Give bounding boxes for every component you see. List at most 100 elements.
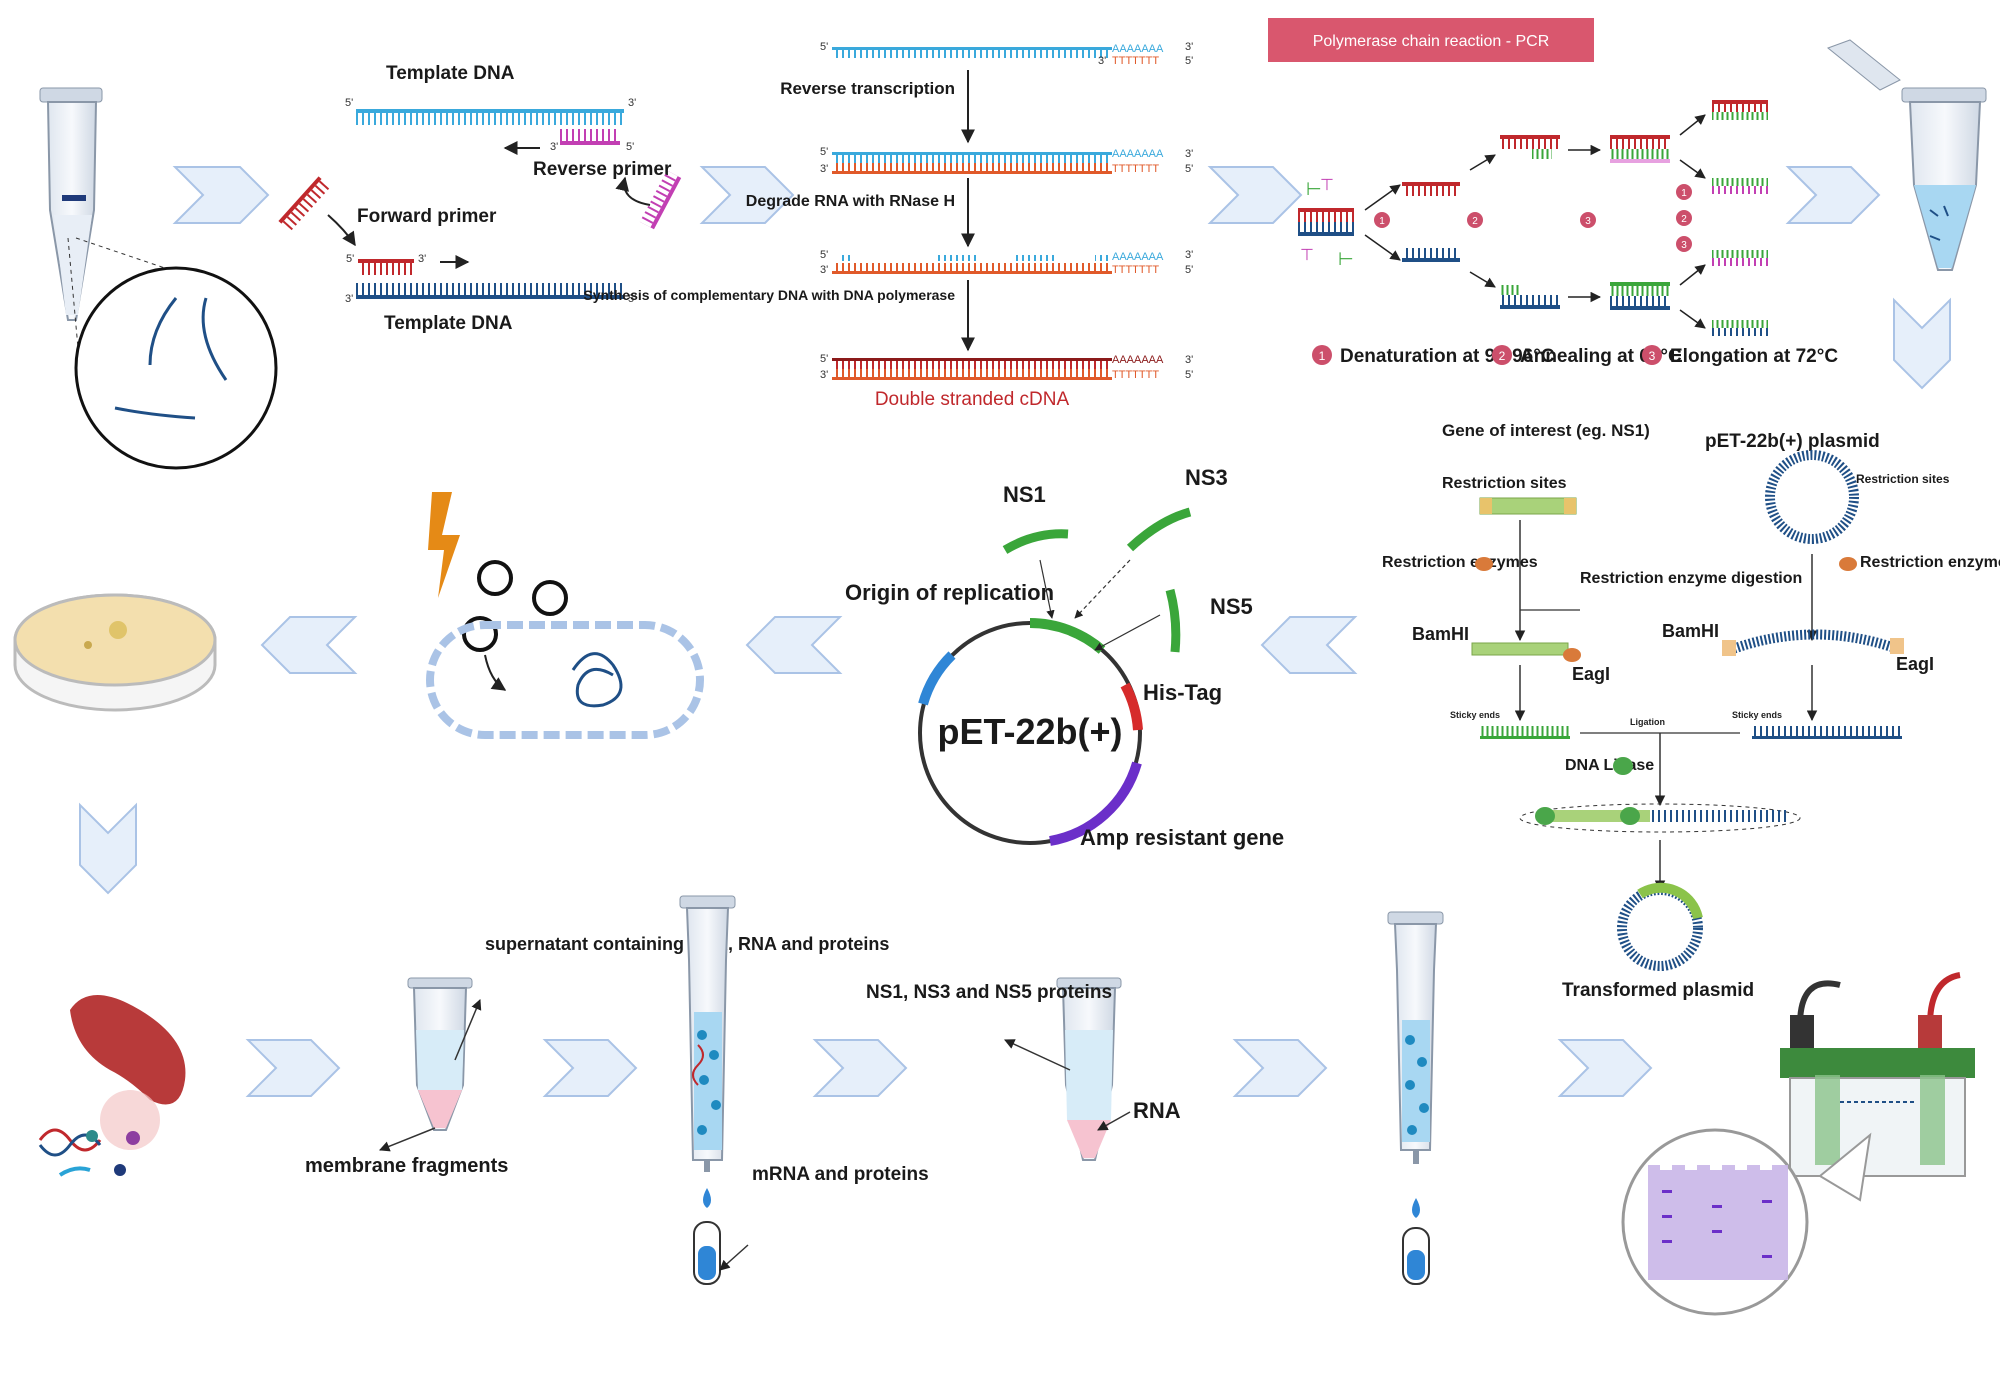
spin-column-2 [1387, 911, 1444, 1285]
dna-ligase-label: DNA Ligase [1565, 757, 1654, 774]
poly-t-primer: TTTTTTT [1112, 55, 1159, 67]
supernatant-label: supernatant containing DNA, RNA and prot… [485, 934, 889, 954]
forward-primer-bound [358, 259, 414, 263]
gene-of-interest-label: Gene of interest (eg. NS1) [1442, 421, 1650, 440]
ligation-label: Ligation [1630, 717, 1665, 727]
cell-lysis [38, 995, 186, 1177]
bamhi-right-label: BamHI [1662, 621, 1719, 641]
transformed-plasmid-icon [1617, 885, 1703, 971]
svg-text:3': 3' [1098, 55, 1106, 67]
reverse-primer-label: Reverse primer [533, 159, 672, 180]
pcr-banner-text: Polymerase chain reaction - PCR [1313, 33, 1550, 50]
template-dna-top-strand [356, 109, 624, 113]
degrade-rna-label: Degrade RNA with RNase H [746, 193, 955, 210]
svg-text:5': 5' [1185, 369, 1193, 381]
svg-text:⊢: ⊢ [1306, 179, 1322, 199]
pcr-tube [1826, 39, 1987, 271]
centrifuge-tube-rna: NS1, NS3 and NS5 proteins RNA [866, 977, 1181, 1161]
chevron-down-icon [79, 802, 137, 895]
svg-text:5': 5' [820, 41, 828, 53]
ns1-label: NS1 [1003, 482, 1046, 507]
svg-text:⊤: ⊤ [1300, 247, 1314, 264]
svg-text:3': 3' [1185, 354, 1193, 366]
template-dna-bottom-label: Template DNA [384, 313, 513, 334]
droplet-icon [1412, 1198, 1420, 1218]
lysed-cell-icon [70, 995, 186, 1105]
svg-text:AAAAAAA: AAAAAAA [1112, 148, 1164, 160]
mrna-proteins-label: mRNA and proteins [752, 1164, 929, 1185]
svg-text:TTTTTTT: TTTTTTT [1112, 163, 1159, 175]
elongation-label: Elongation at 72°C [1670, 346, 1838, 367]
svg-text:3: 3 [1649, 349, 1656, 363]
eagi-right-label: EagI [1896, 654, 1934, 674]
chevron-left-icon [260, 616, 358, 674]
svg-text:2: 2 [1499, 349, 1506, 363]
chevron-right-icon [699, 166, 795, 224]
droplet-icon [703, 1188, 711, 1208]
eagi-left-label: EagI [1572, 664, 1610, 684]
electroporation-icon [428, 492, 460, 598]
sticky-ends-right-label: Sticky ends [1732, 710, 1782, 720]
origin-arc [918, 651, 956, 706]
chevron-right-icon [542, 1039, 638, 1097]
svg-text:3': 3' [550, 141, 558, 153]
bamhi-left-label: BamHI [1412, 624, 1469, 644]
legend-step-3-marker [1642, 345, 1662, 365]
chevrons [79, 166, 1951, 1097]
ns-proteins-label: NS1, NS3 and NS5 proteins [866, 982, 1112, 1003]
chevron-right-icon [1232, 1039, 1328, 1097]
svg-text:3: 3 [1681, 240, 1687, 251]
transformation [426, 492, 704, 739]
reverse-transcription-section: 5' AAAAAAA 3' 3' TTTTTTT 5' Reverse tran… [583, 41, 1193, 410]
amp-label: Amp resistant gene [1080, 825, 1284, 850]
free-reverse-primer [639, 170, 682, 230]
annealing-label: Annealing at 68°C [1520, 346, 1682, 367]
free-forward-primer [278, 176, 331, 232]
chevron-left-icon [1260, 616, 1358, 674]
svg-text:3': 3' [820, 369, 828, 381]
svg-text:3': 3' [1185, 249, 1193, 261]
step-3-marker [1580, 212, 1596, 228]
ns5-label: NS5 [1210, 594, 1253, 619]
reverse-transcription-label: Reverse transcription [780, 79, 955, 98]
cloning-section: Gene of interest (eg. NS1) Restriction s… [1382, 421, 2000, 1001]
restriction-enzymes-right-label: Restriction enzymes [1860, 554, 2000, 571]
svg-text:3': 3' [418, 253, 426, 265]
svg-text:5': 5' [820, 146, 828, 158]
pet-plasmid-icon [1765, 450, 1859, 544]
spin-column-1: mRNA and proteins [679, 895, 929, 1285]
svg-text:⊤: ⊤ [1320, 177, 1334, 194]
restriction-enzymes-left-label: Restriction enzymes [1382, 554, 1538, 571]
double-stranded-cdna-label: Double stranded cDNA [875, 389, 1070, 410]
legend-step-2-marker [1492, 345, 1512, 365]
five-prime-label: 5' [345, 97, 353, 109]
svg-text:1: 1 [1319, 349, 1326, 363]
svg-text:⊢: ⊢ [1338, 249, 1354, 269]
template-dna-top-label: Template DNA [386, 63, 515, 84]
template-primer-section: Template DNA 5' 3' 3' 5' Reverse primer … [278, 63, 682, 334]
svg-text:5': 5' [626, 141, 634, 153]
svg-text:3': 3' [820, 163, 828, 175]
gel-electrophoresis [1621, 972, 1975, 1316]
chevron-right-icon [1785, 166, 1881, 224]
svg-text:5': 5' [820, 249, 828, 261]
poly-a-tail: AAAAAAA [1112, 43, 1164, 55]
gene-insert [1479, 497, 1577, 515]
legend-step-1-marker [1312, 345, 1332, 365]
svg-text:TTTTTTT: TTTTTTT [1112, 264, 1159, 276]
forward-primer-label: Forward primer [357, 206, 497, 227]
bacterium-icon [426, 621, 704, 739]
pcr-banner [1268, 18, 1594, 62]
enzyme-icon [1839, 557, 1857, 571]
svg-text:1: 1 [1379, 216, 1385, 227]
centrifuge-tube-supernatant: supernatant containing DNA, RNA and prot… [305, 934, 889, 1177]
svg-text:5': 5' [1185, 264, 1193, 276]
ns3-label: NS3 [1185, 465, 1228, 490]
svg-text:TTTTTTT: TTTTTTT [1112, 369, 1159, 381]
step-2-marker [1467, 212, 1483, 228]
svg-text:3: 3 [1585, 216, 1591, 227]
his-tag-label: His-Tag [1143, 680, 1222, 705]
his-tag-arc [1120, 682, 1143, 731]
ns5-fragment [1165, 588, 1181, 653]
